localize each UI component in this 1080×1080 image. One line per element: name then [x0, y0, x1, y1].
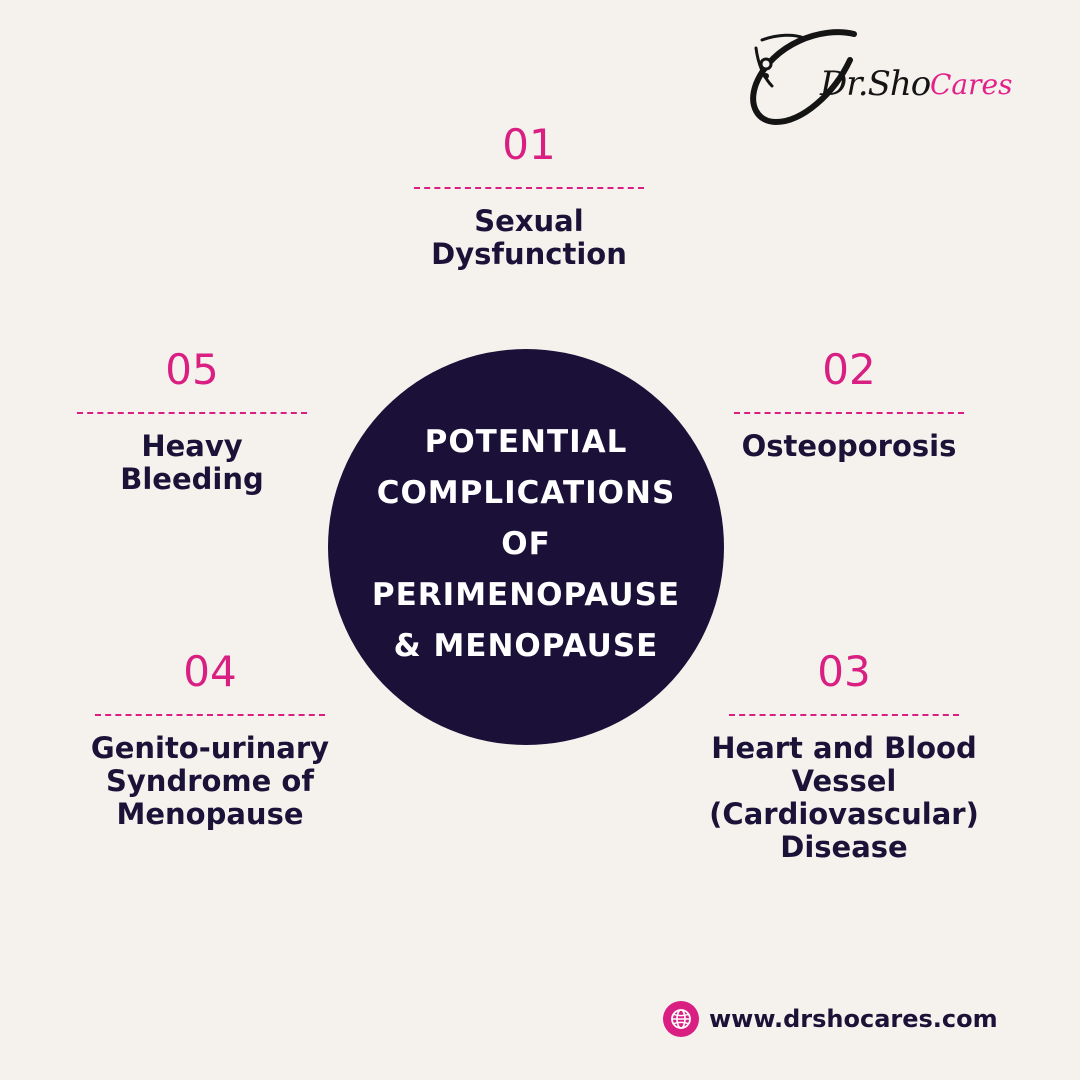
stethoscope-icon [750, 29, 857, 126]
item-number: 05 [165, 345, 219, 394]
item-number: 03 [817, 647, 871, 696]
logo-text-main: Dr.Sho [820, 64, 931, 104]
dashed-divider [729, 714, 959, 716]
complication-item-01: 01 Sexual Dysfunction [379, 121, 679, 271]
dashed-divider [414, 187, 644, 189]
item-label: Heavy Bleeding [42, 430, 342, 496]
item-label-line: Heavy [141, 429, 243, 463]
item-number: 02 [822, 345, 876, 394]
item-label-line: Dysfunction [431, 237, 627, 271]
item-label-line: Osteoporosis [741, 429, 957, 463]
item-label-line: Disease [780, 830, 908, 864]
website-link[interactable]: www.drshocares.com [709, 1005, 998, 1033]
item-label: Osteoporosis [699, 430, 999, 463]
center-title-line: PERIMENOPAUSE [371, 576, 681, 613]
complication-item-04: 04 Genito-urinary Syndrome of Menopause [60, 648, 360, 831]
center-title-line: POTENTIAL [424, 423, 628, 460]
globe-icon [663, 1001, 699, 1037]
center-circle: POTENTIAL COMPLICATIONS OF PERIMENOPAUSE… [328, 349, 724, 745]
website-footer[interactable]: www.drshocares.com [663, 1001, 998, 1037]
dashed-divider [734, 412, 964, 414]
item-label-line: Genito-urinary [90, 731, 330, 765]
dashed-divider [95, 714, 325, 716]
center-title-line: OF [501, 525, 551, 562]
item-label-line: Vessel [791, 764, 897, 798]
item-label-line: Bleeding [120, 462, 264, 496]
item-label-line: Heart and Blood [711, 731, 977, 765]
item-label-line: Sexual [474, 204, 584, 238]
item-label: Sexual Dysfunction [379, 205, 679, 271]
complication-item-02: 02 Osteoporosis [699, 346, 999, 463]
item-label-line: (Cardiovascular) [709, 797, 979, 831]
item-label-line: Syndrome of [106, 764, 314, 798]
item-number: 04 [183, 647, 237, 696]
complication-item-05: 05 Heavy Bleeding [42, 346, 342, 496]
brand-logo: Dr.Sho Cares [742, 24, 1042, 130]
center-title: POTENTIAL COMPLICATIONS OF PERIMENOPAUSE… [356, 417, 696, 672]
center-title-line: COMPLICATIONS [376, 474, 676, 511]
complication-item-03: 03 Heart and Blood Vessel (Cardiovascula… [694, 648, 994, 864]
dashed-divider [77, 412, 307, 414]
center-title-line: & MENOPAUSE [393, 627, 659, 664]
item-label: Heart and Blood Vessel (Cardiovascular) … [694, 732, 994, 864]
item-label-line: Menopause [116, 797, 304, 831]
item-number: 01 [502, 120, 556, 169]
logo-text-accent: Cares [930, 68, 1013, 101]
item-label: Genito-urinary Syndrome of Menopause [60, 732, 360, 831]
